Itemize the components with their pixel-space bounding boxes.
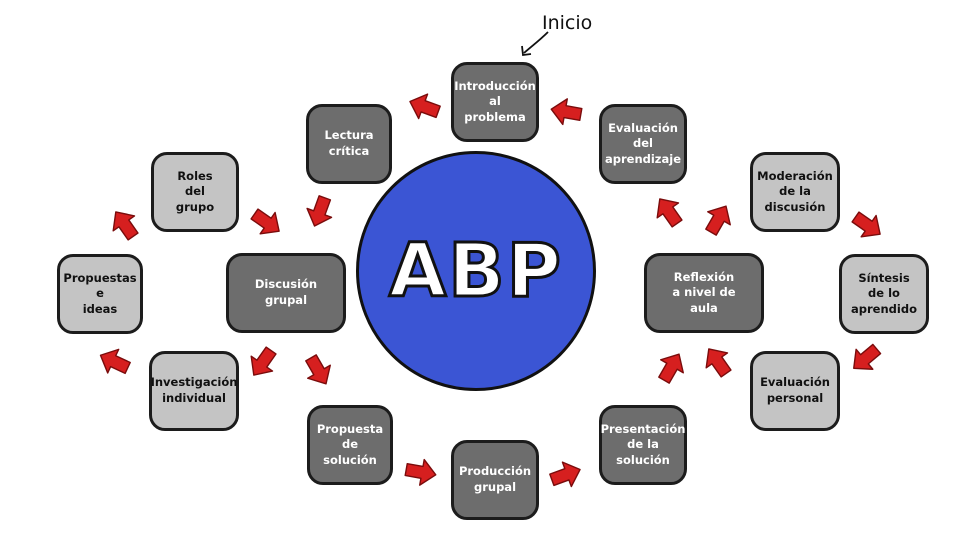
node-reflexion: Reflexión a nivel de aula bbox=[644, 253, 764, 333]
arrow-produccion-to-presentacion bbox=[546, 456, 586, 493]
arrow-reflexion-to-moderacion bbox=[699, 198, 738, 240]
arrow-evaluacion-to-introduccion bbox=[548, 95, 584, 128]
node-discusion: Discusión grupal bbox=[226, 253, 346, 333]
arrow-propuesta-to-produccion bbox=[403, 456, 439, 489]
node-propuestas: Propuestas e ideas bbox=[57, 254, 143, 334]
node-evaluacion-aprendizaje: Evaluación del aprendizaje bbox=[599, 104, 687, 184]
node-roles: Roles del grupo bbox=[151, 152, 239, 232]
arrow-moderacion-to-sintesis bbox=[847, 205, 889, 246]
node-presentacion: Presentación de la solución bbox=[599, 405, 687, 485]
node-lectura: Lectura crítica bbox=[306, 104, 392, 184]
arrow-reflexion-to-evaluacion-aprendizaje bbox=[648, 190, 689, 232]
arrow-introduccion-to-lectura bbox=[404, 88, 444, 125]
node-introduccion: Introducción al problema bbox=[451, 62, 539, 142]
arrow-lectura-to-discusion-a bbox=[246, 202, 288, 243]
start-label: Inicio bbox=[542, 12, 593, 34]
node-investigacion: Investigación individual bbox=[149, 351, 239, 431]
arrow-evaluacion-personal-to-reflexion bbox=[697, 340, 738, 382]
node-sintesis: Síntesis de lo aprendido bbox=[839, 254, 929, 334]
center-circle-abp: ABP bbox=[356, 151, 596, 391]
node-moderacion: Moderación de la discusión bbox=[750, 152, 840, 232]
arrow-sintesis-to-evaluacion-personal bbox=[844, 338, 886, 379]
arrow-roles-to-propuestas bbox=[104, 203, 145, 245]
center-label: ABP bbox=[388, 227, 563, 316]
arrow-presentacion-to-reflexion bbox=[652, 346, 691, 388]
node-evaluacion-personal: Evaluación personal bbox=[750, 351, 840, 431]
arrow-discusion-to-investigacion bbox=[242, 342, 283, 384]
start-arrow bbox=[521, 31, 549, 57]
arrow-discusion-to-propuesta bbox=[299, 350, 338, 392]
node-propuesta-solucion: Propuesta de solución bbox=[307, 405, 393, 485]
arrow-lectura-to-discusion-b bbox=[301, 192, 338, 232]
node-produccion: Producción grupal bbox=[451, 440, 539, 520]
arrow-investigacion-to-propuestas bbox=[94, 342, 134, 381]
